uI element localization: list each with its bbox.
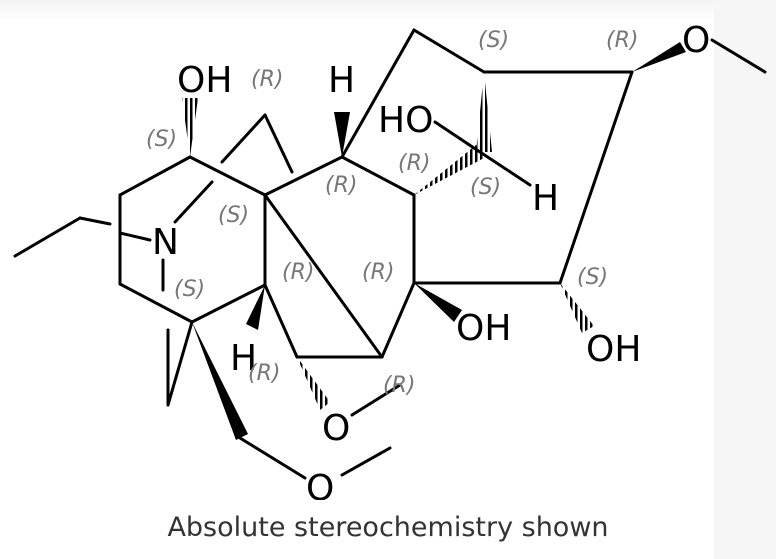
right-shade	[714, 0, 776, 559]
stereo-label: (S)	[174, 277, 205, 302]
hash-wedge	[476, 72, 492, 152]
bond	[263, 113, 294, 174]
bond	[78, 216, 112, 226]
bond	[340, 155, 416, 197]
atom-label-oh-mid: OH	[456, 308, 511, 349]
bond	[190, 283, 267, 324]
atom-label-oh-right: OH	[586, 329, 641, 370]
stereo-label: (R)	[606, 28, 638, 53]
molecule-diagram: OH H HO O N H OH OH H O O (S) (R) (S) (R…	[13, 20, 767, 500]
hash-wedge	[414, 145, 484, 195]
bond	[13, 216, 82, 258]
stereo-label: (R)	[282, 260, 314, 285]
bond	[188, 155, 267, 197]
wedge	[192, 322, 248, 440]
atom-label-o-right: O	[682, 20, 710, 61]
atom-label-h-right: H	[532, 178, 559, 219]
bonds	[13, 28, 767, 480]
bond	[350, 383, 402, 417]
bond	[340, 28, 416, 159]
atom-labels: OH H HO O N H OH OH H O O	[152, 20, 710, 500]
atom-label-n: N	[152, 222, 179, 263]
bond	[380, 281, 416, 359]
bond	[433, 120, 482, 154]
wedge	[632, 42, 686, 72]
stereo-descriptors: (S) (R) (S) (R) (R) (S) (R) (S) (R) (R) …	[146, 28, 638, 398]
bond	[478, 150, 532, 187]
stereo-label: (S)	[478, 28, 509, 53]
bond	[118, 282, 194, 324]
bond	[263, 283, 299, 359]
stereo-label: (S)	[577, 265, 608, 290]
hash-wedge	[182, 98, 198, 157]
atom-label-ho: HO	[378, 100, 433, 141]
bond	[118, 155, 192, 197]
bond	[220, 113, 267, 164]
stereo-label: (R)	[251, 67, 283, 92]
stereo-label: (S)	[218, 203, 249, 228]
bond	[118, 231, 152, 242]
stereo-label: (R)	[383, 373, 415, 398]
bond	[412, 28, 486, 74]
bond	[173, 180, 214, 224]
atom-label-oh-top: OH	[177, 60, 232, 101]
atom-label-h-top: H	[328, 60, 355, 101]
caption: Absolute stereochemistry shown	[167, 512, 609, 543]
hash-wedge	[297, 357, 330, 410]
bond	[263, 155, 344, 197]
wedge	[246, 285, 265, 330]
wedge	[334, 112, 350, 157]
hash-wedge	[560, 283, 594, 333]
atom-label-o-bottom: O	[306, 468, 334, 500]
wedge-bonds	[192, 42, 686, 440]
stereo-label: (R)	[325, 173, 357, 198]
wedge	[414, 283, 462, 322]
bond	[558, 70, 634, 285]
bond	[166, 320, 194, 407]
atom-label-h-low: H	[230, 338, 257, 379]
atom-label-o-low: O	[322, 408, 350, 449]
stereo-label: (R)	[398, 151, 430, 176]
top-shade	[0, 0, 776, 20]
bond	[710, 38, 767, 74]
stereo-label: (R)	[248, 361, 280, 386]
bond	[340, 446, 392, 477]
stereo-label: (S)	[146, 127, 177, 152]
stereo-label: (R)	[362, 260, 394, 285]
bond	[238, 436, 307, 480]
hash-bonds	[182, 72, 594, 410]
bond	[263, 193, 384, 359]
stereo-label: (S)	[470, 175, 501, 200]
